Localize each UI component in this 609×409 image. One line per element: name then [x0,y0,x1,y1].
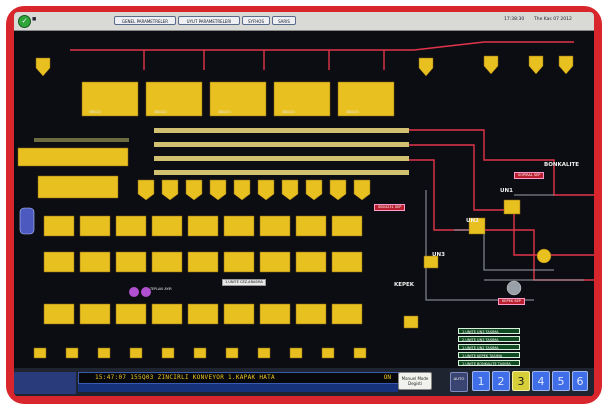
bottom-bar: 15:47:07 155Q03 ZINCIRLI KONVEYOR 1.KAPA… [14,368,594,396]
red-tag[interactable]: SOPIRAL SEP [514,172,545,179]
screw-conveyors [34,128,409,175]
mill-label: TEPLAKI AYIR [150,287,172,291]
silo-label: SBS021 [89,110,102,114]
left-bins [17,147,129,199]
page-button-5[interactable]: 5 [552,371,570,391]
alarm-bar[interactable]: 15:47:07 155Q03 ZINCIRLI KONVEYOR 1.KAPA… [78,372,400,384]
red-pipes [70,41,594,281]
page-button-3[interactable]: 3 [512,371,530,391]
pump-icon[interactable] [129,287,139,297]
silo-label: SBS025 [346,110,359,114]
silo-groups [81,81,395,117]
hopper-row [137,179,371,201]
section-un2-label: UN2 [466,218,479,224]
status-tag[interactable]: 1.UNITE KEPEK TASIMA [458,352,520,358]
grey-pipes [425,190,584,301]
silo-label: SBS022 [154,110,167,114]
machine-grid [43,215,363,325]
selection-tag[interactable]: 1.UNITE CEZ.ARASMA [222,279,266,286]
section-un3-label: UN3 [432,252,445,258]
section-un1-label: UN1 [500,188,513,194]
motor-icon[interactable] [536,248,552,264]
status-tag[interactable]: 1.UNITE UN2 TASIMA [458,344,520,350]
bottom-left-panel [14,372,76,394]
section-kepek-label: KEPEK [394,282,415,288]
alarm-state: ON [383,374,391,381]
syfhos-button[interactable]: SYFHOS [242,16,270,25]
general-parameters-button[interactable]: GENEL PARAMETRELER [114,16,176,25]
storage-icon [19,207,35,235]
auto-button[interactable]: AUTO [450,372,468,392]
ok-icon[interactable]: ✓ [18,15,31,28]
uyut-parameters-button[interactable]: UYUT PARAMETRELERI [178,16,240,25]
clock-time: 17:38:30 [504,17,525,22]
page-button-2[interactable]: 2 [492,371,510,391]
right-machines [403,199,552,329]
status-tag[interactable]: 1.UNITE UN3 TASIMA [458,328,520,334]
silo-label: SBS024 [282,110,295,114]
clock-date: The Kas 07 2012 [534,17,572,22]
silo-label: SBS023 [218,110,231,114]
saris-button[interactable]: SARIS [272,16,296,25]
alarm-text: 15:47:07 155Q03 ZINCIRLI KONVEYOR 1.KAPA… [95,374,275,381]
section-bonkalite-label: BONKALITE [544,162,580,168]
page-button-6[interactable]: 6 [572,371,588,391]
scada-screen: ✓ ■ GENEL PARAMETRELER UYUT PARAMETRELER… [14,12,594,396]
acknowledge-button[interactable]: Manuel Mode Degisti [398,372,432,390]
bottom-motors [33,347,367,359]
top-indicator: ■ [32,17,37,22]
status-tag[interactable]: 1.UNITE BONKALITE TASIMA [458,360,520,366]
top-toolbar: ✓ ■ GENEL PARAMETRELER UYUT PARAMETRELER… [14,12,594,31]
status-tag[interactable]: 2.UNITE UN3 TASIMA [458,336,520,342]
top-hoppers [35,55,574,77]
red-tag[interactable]: KEPEK SEP [498,298,525,305]
bottom-stripe [78,384,398,392]
plant-diagram [17,41,594,359]
page-button-1[interactable]: 1 [472,371,490,391]
page-button-4[interactable]: 4 [532,371,550,391]
red-tag[interactable]: SB04231 SEP [374,204,406,211]
